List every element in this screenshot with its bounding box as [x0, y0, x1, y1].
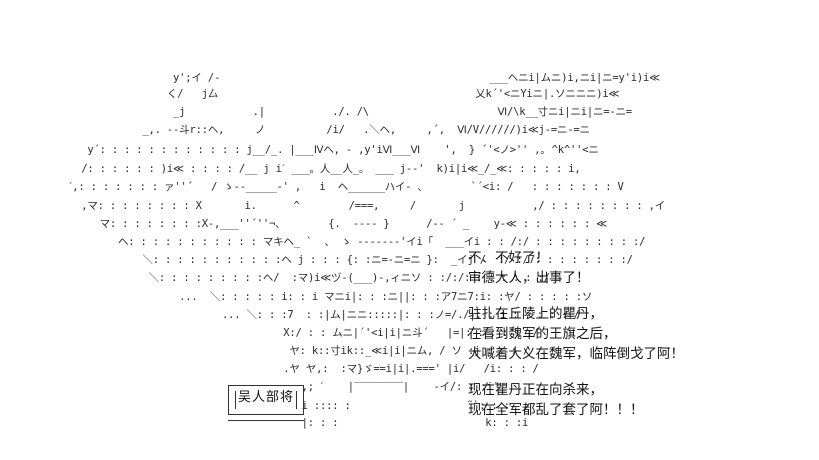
art-line: X:/ : : ムニ|´'<i|i|ニ斗´ |=|: : : : : :/	[20, 327, 539, 339]
paragraph-gap	[468, 288, 808, 304]
art-line: y´: : : : : : : : : : : : j__/_. |___Ⅳヘ,…	[20, 144, 599, 156]
art-line: く/ j厶 乂k´'<ニYiニ|.ソニニニ)i≪	[20, 88, 620, 100]
art-line: y';イ /- ___ヘニi|ムニ)i,ニi|ニ=y'i)i≪	[20, 72, 660, 84]
art-line: マ: : : : : : : :X-,___''´''¬、 {. ---- } …	[20, 218, 608, 230]
sign-label: 吴人部将	[237, 390, 294, 405]
dialogue-line: 现在瞿丹正在向杀来，	[468, 382, 603, 398]
art-line: ... ＼: : :7 : :|ム|ニニ:::::|: : :ノ=/./|: :…	[20, 309, 580, 321]
art-line: ,; ˊ |‾‾‾‾‾‾‾‾| ‐イ/: : :i'	[20, 381, 499, 393]
art-line: ＼: : : : : : : : : : :ヘ j : : : {: :ニ=-ニ…	[20, 254, 633, 266]
art-line: ＼: : : : : : : : :ヘ/ :マ)i≪ヅ-(___)-,ィニソ :…	[20, 272, 550, 284]
art-line: /: : : : : : )i≪ : : : : /__ j iˊ ___。人_…	[20, 163, 581, 175]
dialogue-line: 不、不好了！	[468, 250, 549, 266]
unit-sign: 吴人部将	[228, 385, 304, 415]
dialogue-text: 不、不好了！ 审德大人，出事了！ 驻扎在丘陵上的瞿丹， 在看到魏军的王旗之后， …	[468, 248, 808, 420]
dialogue-line: 现在全军都乱了套了阿！！！	[468, 402, 644, 418]
art-line: .ヤ ヤ,: :マ}ゞ==i|i|.===' |i/ /i: : : /	[20, 363, 539, 375]
art-line: ,マ: : : : : : : : X i. ^ /===, / j ,/ : …	[20, 200, 665, 212]
dialogue-line: 审德大人，出事了！	[468, 270, 590, 286]
art-line: ... ＼: : : : : i: : i マニi|: : :ニ||: : :ア…	[20, 291, 593, 303]
paragraph-gap	[468, 364, 808, 380]
ascii-art-illustration: y';イ /- ___ヘニi|ムニ)i,ニi|ニ=y'i)i≪ く/ j厶 乂k…	[20, 72, 665, 442]
sign-underline	[228, 420, 304, 421]
art-line: i :::: : ˜`: : : ,	[20, 400, 529, 412]
art-line: _j .| ./. /\ Ⅵ/\k__寸ニi|ニi|ニ=-ニ=	[20, 106, 632, 118]
dialogue-line: 在看到魏军的王旗之后，	[468, 326, 617, 342]
art-line: _,. -‐斗r::ヘ, ノ /i/ .＼ヘ, ,´, Ⅵ/V//////)i≪…	[20, 124, 590, 136]
art-line: ヘ: : : : : : : : : : : マキヘ_ ` 、 ゝ ------…	[20, 236, 646, 248]
art-line: ヤ: k::寸ik::_≪i|i|ニム, / ソ :j : : : /	[20, 345, 530, 357]
art-line: ˊ,: : : : : : : ァ''´ / ゝ-‐_____‐' , i ヘ_…	[20, 181, 624, 193]
dialogue-line: 驻扎在丘陵上的瞿丹，	[468, 306, 603, 322]
dialogue-line: 大喊着大义在魏军，临阵倒戈了阿！	[468, 346, 684, 362]
art-line: |: : : k: : :i	[20, 417, 529, 429]
sign-frame	[235, 391, 297, 409]
